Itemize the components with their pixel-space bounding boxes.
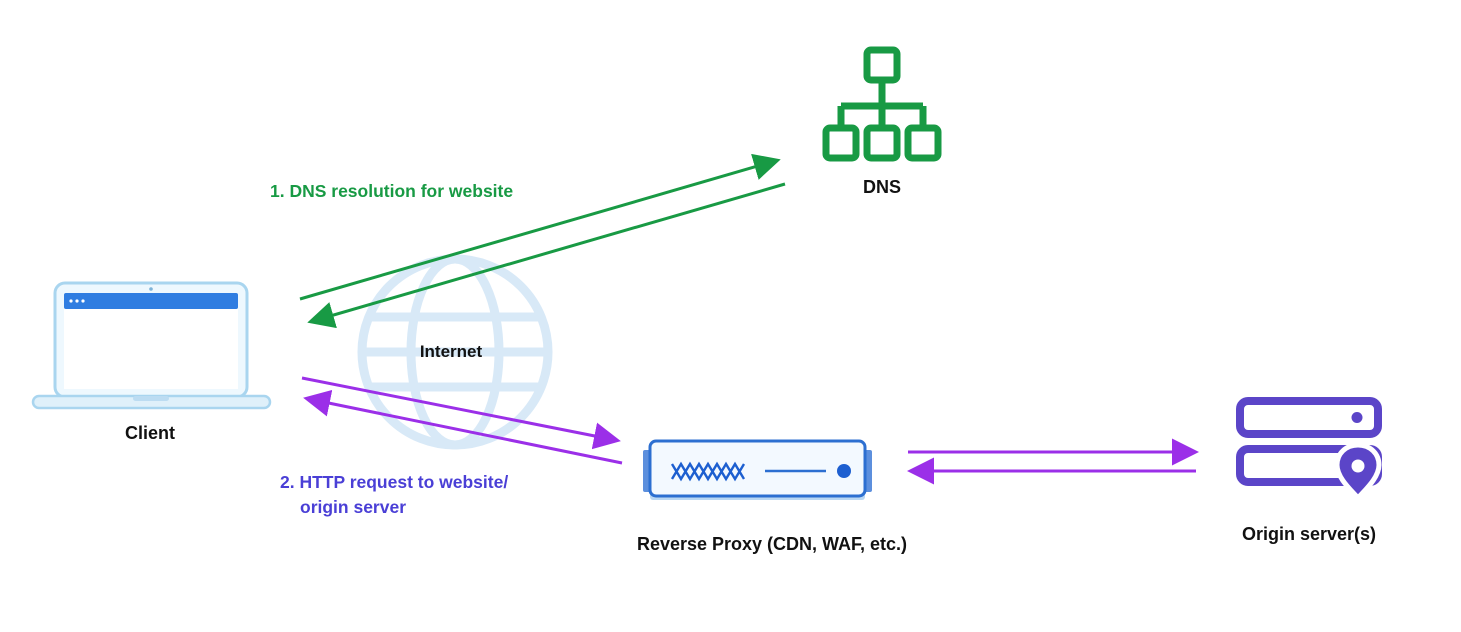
- reverse-proxy-icon: [643, 439, 872, 500]
- reverse-proxy-label: Reverse Proxy (CDN, WAF, etc.): [636, 534, 908, 554]
- arrow-proxy-to-client: [303, 389, 623, 465]
- internet-globe-icon: [357, 254, 553, 450]
- arrow-client-to-dns: [299, 153, 781, 301]
- step1-annotation: 1. DNS resolution for website: [270, 181, 514, 201]
- internet-label: Internet: [419, 342, 483, 361]
- origin-servers-label: Origin server(s): [1241, 524, 1377, 544]
- client-label: Client: [124, 423, 176, 443]
- step2-annotation-line1: 2. HTTP request to website/: [280, 472, 509, 492]
- location-pin-icon: [1334, 442, 1382, 502]
- arrow-client-to-proxy: [301, 376, 621, 450]
- origin-servers-icon: [1236, 397, 1382, 502]
- dns-label: DNS: [862, 177, 902, 197]
- dns-icon: [822, 46, 942, 162]
- arrow-dns-to-client: [307, 182, 786, 329]
- step2-annotation-line2: origin server: [300, 497, 407, 517]
- client-laptop-icon: [31, 281, 272, 410]
